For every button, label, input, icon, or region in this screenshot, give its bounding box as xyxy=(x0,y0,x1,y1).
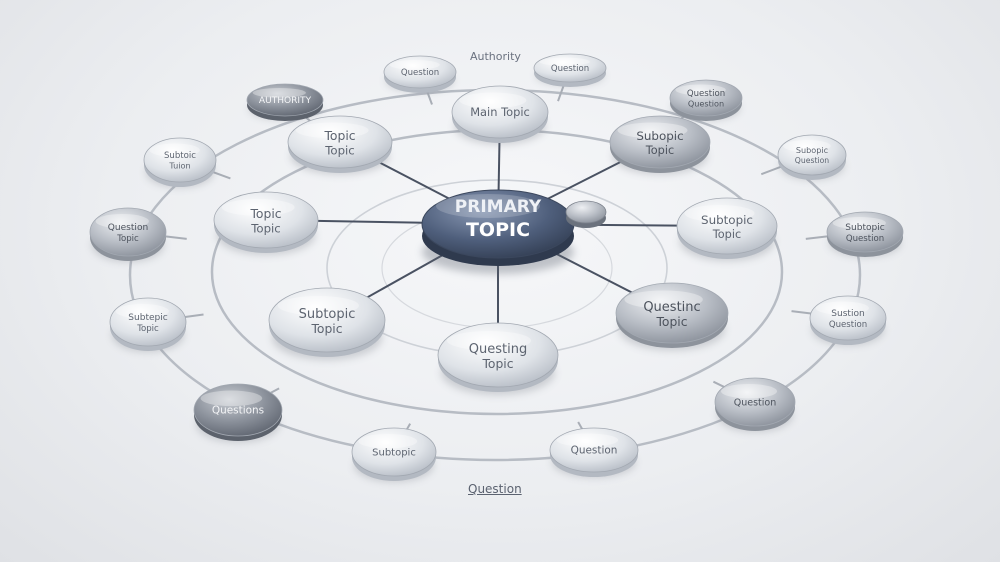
node-label-line2: Topic xyxy=(136,324,159,334)
node-label-line1: Questing xyxy=(469,342,527,357)
topic-node[interactable]: Question xyxy=(533,53,607,87)
question-caption: Question xyxy=(468,482,522,496)
node-label-line2: Topic xyxy=(324,143,355,157)
node-label-line2: Topic xyxy=(116,234,139,244)
node-label-line2: Question xyxy=(688,99,724,109)
node-label-line1: Question xyxy=(571,445,618,457)
node-label-line1: Question xyxy=(687,89,725,99)
topic-node[interactable]: Questions xyxy=(193,383,283,443)
node-label-line1: Questions xyxy=(212,405,264,417)
node-label-line2: Topic xyxy=(310,322,342,336)
node-label-line2: Topic xyxy=(655,315,687,329)
node-label-line1: Question xyxy=(551,64,589,74)
node-label-line1: Question xyxy=(108,223,148,233)
node-label-line1: Subtopic xyxy=(701,213,753,227)
node-label-line1: Question xyxy=(401,68,439,78)
node-label-line1: Topic xyxy=(323,129,355,143)
node-label-line2: Topic xyxy=(250,221,281,235)
small-hub-node xyxy=(565,200,607,228)
node-label-line1: Main Topic xyxy=(470,105,530,119)
authority-caption: Authority xyxy=(470,50,521,63)
node-label-line1: Subtopic xyxy=(372,448,416,459)
node-label-line1: Question xyxy=(734,397,777,408)
node-label-line2: Question xyxy=(795,156,830,165)
node-label-line2: Tuion xyxy=(168,161,190,171)
node-label-line2: Topic xyxy=(712,228,741,241)
topic-node[interactable]: Question xyxy=(549,427,639,478)
node-label-line1: Sustion xyxy=(831,309,864,319)
primary-topic-line1: PRIMARY xyxy=(455,197,542,217)
node-label-line2: Topic xyxy=(481,357,513,371)
node-label-line2: Question xyxy=(846,234,884,244)
topic-node[interactable]: Main Topic xyxy=(451,85,549,145)
node-label-line1: AUTHORITY xyxy=(259,96,312,106)
node-label-line1: Subtepic xyxy=(128,313,168,323)
node-label-line1: Subtoic xyxy=(164,151,196,161)
node-label-line2: Question xyxy=(829,320,867,330)
node-label-line1: Subtopic xyxy=(845,223,884,233)
primary-topic-line2: TOPIC xyxy=(466,219,530,241)
node-label-line1: Subtopic xyxy=(299,307,356,322)
topic-node[interactable]: Subtopic xyxy=(351,427,437,483)
node-label-line1: Topic xyxy=(249,207,281,221)
node-label-line1: Subopic xyxy=(636,129,683,143)
primary-topic-node[interactable]: PRIMARY TOPIC xyxy=(421,189,575,274)
topic-node[interactable]: Question xyxy=(714,377,796,433)
node-label-line1: Questinc xyxy=(643,300,700,315)
node-label-line2: Topic xyxy=(645,144,674,157)
topic-node[interactable]: AUTHORITY xyxy=(246,83,324,121)
topic-node[interactable]: Question xyxy=(383,55,457,93)
node-label-line1: Subopic xyxy=(796,145,828,155)
